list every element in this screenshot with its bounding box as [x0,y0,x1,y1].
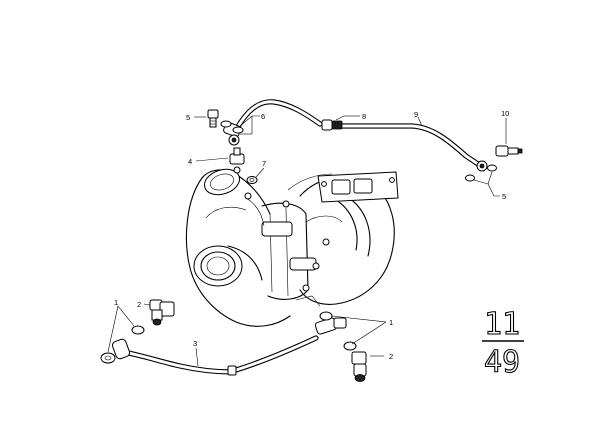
callout-9: 9 [414,110,418,119]
callout-6: 6 [261,112,265,121]
washer-small [246,176,258,184]
page-ref-group: 11 [484,307,520,342]
page-reference: 11 49 [482,306,524,381]
callout-7: 7 [262,159,266,168]
hose-connector [321,119,343,131]
banjo-bolt-lower-left [149,299,175,326]
callout-labels: 5 6 8 9 10 4 7 5 1 2 3 1 2 [114,109,509,361]
callout-10: 10 [501,109,509,118]
sender-unit [495,145,523,157]
banjo-bolt-top [207,109,219,128]
callout-5-right: 5 [502,192,506,201]
lower-oil-return-line [111,317,347,376]
callout-5-top: 5 [186,113,190,122]
banjo-bolt-lower-right [351,351,367,382]
callout-4: 4 [188,157,192,166]
callout-2-right: 2 [389,352,393,361]
callout-1-right: 1 [389,318,393,327]
banjo-fitting-right [465,160,497,182]
sealing-washers [220,120,244,134]
callout-2-left: 2 [137,300,141,309]
oil-feed-fitting [229,147,245,174]
callout-3: 3 [193,339,197,348]
washers-lower-left [100,325,145,364]
callout-8: 8 [362,112,366,121]
leader-lines [107,115,507,367]
callout-1-left: 1 [114,298,118,307]
upper-oil-line [233,99,481,167]
washers-lower-right [319,311,357,351]
turbocharger [185,168,399,327]
page-ref-page: 49 [484,345,520,380]
